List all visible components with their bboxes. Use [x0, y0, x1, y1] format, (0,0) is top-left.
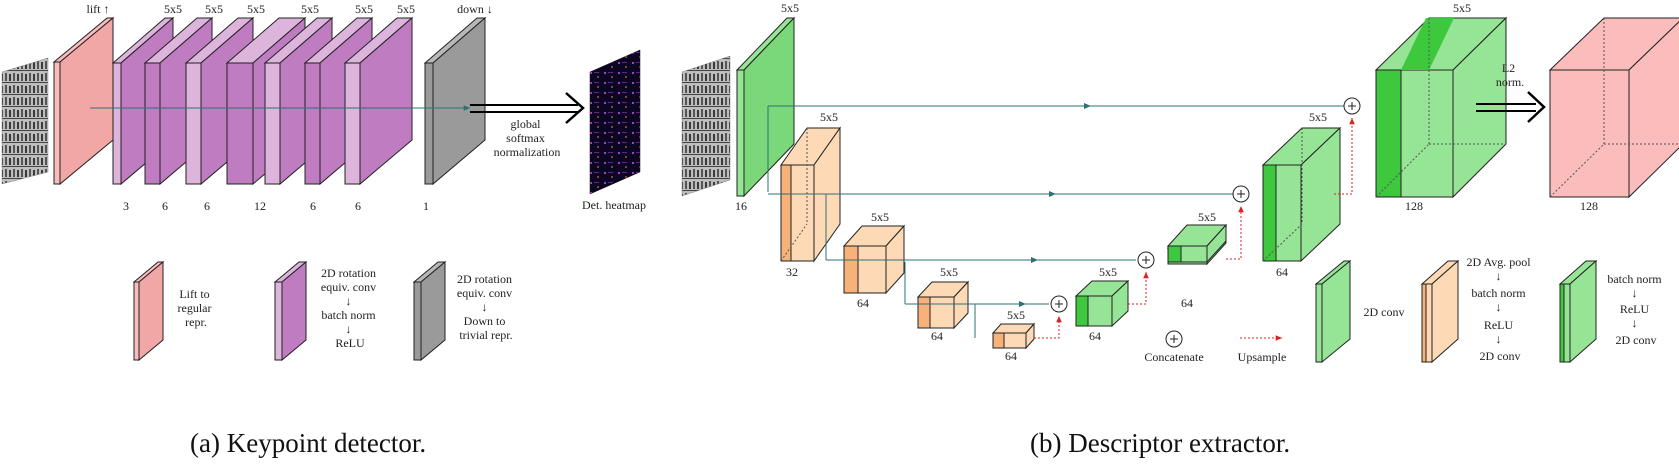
detection-heatmap — [589, 49, 641, 195]
concat-node-3 — [1232, 185, 1250, 203]
legend-upsample-text: Upsample — [1238, 350, 1287, 364]
equiv-conv-layers — [111, 16, 414, 186]
legend-concat-icon — [1165, 330, 1183, 348]
lift-layer — [52, 16, 115, 186]
enc2-kernel-label: 5x5 — [820, 110, 838, 124]
legend-down-icon — [412, 260, 447, 362]
skip-connections — [767, 105, 1344, 338]
enc2-channel-label: 32 — [786, 265, 798, 279]
enc3-kernel-label: 5x5 — [871, 210, 889, 224]
concat-node-1 — [1050, 295, 1068, 313]
enc1-channel-label: 16 — [735, 199, 747, 213]
skip-arrowheads — [1019, 103, 1091, 307]
channel-label-6: 6 — [355, 199, 361, 213]
legend-lift-text: Lift to regular repr. — [178, 287, 215, 329]
descriptor-input-image — [681, 55, 731, 197]
dec1-kernel-label: 5x5 — [1099, 265, 1117, 279]
kernel-label-6: 5x5 — [397, 2, 415, 16]
channel-label-4: 12 — [254, 199, 266, 213]
concat-node-4 — [1343, 97, 1361, 115]
channel-label-1: 3 — [123, 199, 129, 213]
output-block — [1374, 16, 1508, 199]
lift-label: lift ↑ — [87, 2, 110, 16]
equiv-conv-layer-7 — [343, 16, 414, 186]
kernel-label-5: 5x5 — [355, 2, 373, 16]
l2-norm-arrow — [1476, 91, 1546, 123]
legend-conv-icon — [1314, 259, 1352, 364]
encoder-block-1 — [735, 16, 796, 198]
enc5-kernel-label: 5x5 — [1007, 308, 1025, 322]
legend-down-text: 2D rotation equiv. conv ↓ Down to trivia… — [457, 272, 515, 342]
legend-concat-text: Concatenate — [1144, 350, 1203, 364]
heatmap-label: Det. heatmap — [582, 198, 646, 212]
softmax-text: global softmax normalization — [494, 117, 561, 159]
dec2-channel-label: 64 — [1181, 296, 1193, 310]
descriptor-caption: (b) Descriptor extractor. — [1030, 428, 1291, 458]
kernel-label-3: 5x5 — [247, 2, 265, 16]
channel-label-7: 1 — [423, 199, 429, 213]
softmax-arrow — [470, 92, 585, 124]
dec3-kernel-label: 5x5 — [1309, 110, 1327, 124]
dec2-kernel-label: 5x5 — [1198, 210, 1216, 224]
legend-conv-text: 2D conv — [1364, 305, 1405, 319]
concat-node-2 — [1137, 251, 1155, 269]
enc4-channel-label: 64 — [931, 329, 943, 343]
encoder-block-2 — [780, 126, 841, 263]
enc4-kernel-label: 5x5 — [940, 265, 958, 279]
descriptor-final-volume — [1548, 17, 1679, 199]
legend-equiv-conv-icon — [273, 260, 308, 362]
decoder-block-3 — [1261, 126, 1342, 263]
enc3-channel-label: 64 — [857, 296, 869, 310]
detector-input-image — [1, 57, 49, 185]
enc5-channel-label: 64 — [1005, 349, 1017, 363]
legend-equiv-conv-text: 2D rotation equiv. conv ↓ batch norm ↓ R… — [321, 266, 379, 350]
channel-label-5: 6 — [310, 199, 316, 213]
channel-label-2: 6 — [162, 199, 168, 213]
out-kernel-label: 5x5 — [1453, 1, 1471, 15]
legend-bn-icon — [1558, 259, 1598, 364]
down-layer — [423, 16, 487, 186]
decoder-block-2-body — [1166, 223, 1228, 264]
legend-pool-icon — [1420, 259, 1460, 364]
final-channel-label: 128 — [1580, 199, 1598, 213]
legend-lift-icon — [132, 260, 165, 362]
channel-label-3: 6 — [204, 199, 210, 213]
encoder-block-4 — [916, 280, 970, 330]
decoder-block-1 — [1074, 279, 1130, 328]
down-label: down ↓ — [457, 2, 493, 16]
kernel-label-2: 5x5 — [205, 2, 223, 16]
upsample-connections — [1034, 118, 1355, 339]
legend-bn-text: batch norm ↓ ReLU ↓ 2D conv — [1607, 272, 1664, 347]
legend-pool-text: 2D Avg. pool ↓ batch norm ↓ ReLU ↓ 2D co… — [1466, 255, 1533, 363]
enc1-kernel-label: 5x5 — [781, 1, 799, 15]
out-channel-label: 128 — [1405, 199, 1423, 213]
dec3-channel-label: 64 — [1276, 265, 1288, 279]
kernel-label-1: 5x5 — [164, 2, 182, 16]
encoder-block-5 — [991, 322, 1036, 350]
l2-norm-text: L2 norm. — [1496, 61, 1524, 89]
dec1-channel-label: 64 — [1089, 329, 1101, 343]
kernel-label-4: 5x5 — [301, 2, 319, 16]
detector-caption: (a) Keypoint detector. — [190, 428, 427, 458]
